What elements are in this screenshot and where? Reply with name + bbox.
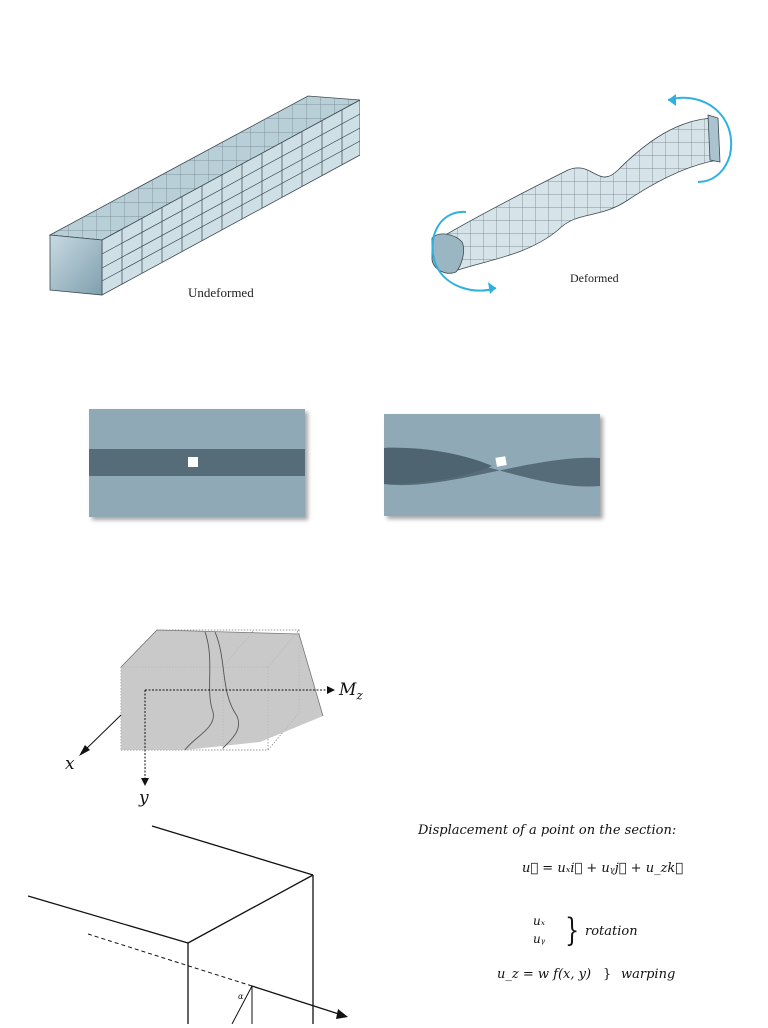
ux-symbol: uₓ bbox=[533, 914, 545, 928]
equation-warping: u_z = w f(x, y) bbox=[497, 967, 592, 982]
rotation-brace: } bbox=[565, 911, 580, 949]
undeformed-label: Undeformed bbox=[188, 285, 254, 300]
figure-section-drawing: α bbox=[20, 818, 360, 1025]
alpha-label: α bbox=[238, 992, 244, 1001]
deformed-bar-illustration bbox=[431, 94, 733, 294]
moment-symbol: M bbox=[339, 680, 357, 700]
moment-label: Mz bbox=[339, 680, 363, 702]
undeformed-bar-illustration bbox=[48, 95, 362, 296]
rotation-label: rotation bbox=[585, 924, 638, 939]
figure-undeformed: Undeformed bbox=[40, 90, 362, 315]
moment-subscript: z bbox=[356, 688, 363, 703]
photo-untwisted-strip bbox=[89, 409, 305, 517]
equation-displacement-vector: u⃗ = uₓi⃗ + uᵧj⃗ + u_zk⃗ bbox=[522, 861, 684, 876]
photo-twisted-strip bbox=[384, 414, 600, 516]
twisted-strip-shape bbox=[384, 447, 600, 487]
section-drawing bbox=[27, 825, 348, 1025]
uy-symbol: uᵧ bbox=[533, 932, 546, 946]
equations-heading: Displacement of a point on the section: bbox=[418, 823, 677, 838]
y-axis-label: y bbox=[139, 788, 149, 808]
figure-deformed: Deformed bbox=[418, 90, 748, 305]
figure-warping-sketch: Mz x y bbox=[55, 620, 385, 810]
warping-sketch bbox=[79, 629, 335, 786]
deformed-label: Deformed bbox=[570, 271, 619, 285]
warping-brace: } bbox=[603, 967, 612, 982]
marker-square bbox=[188, 457, 198, 467]
x-axis-label: x bbox=[65, 754, 75, 774]
warping-label: warping bbox=[621, 967, 676, 982]
